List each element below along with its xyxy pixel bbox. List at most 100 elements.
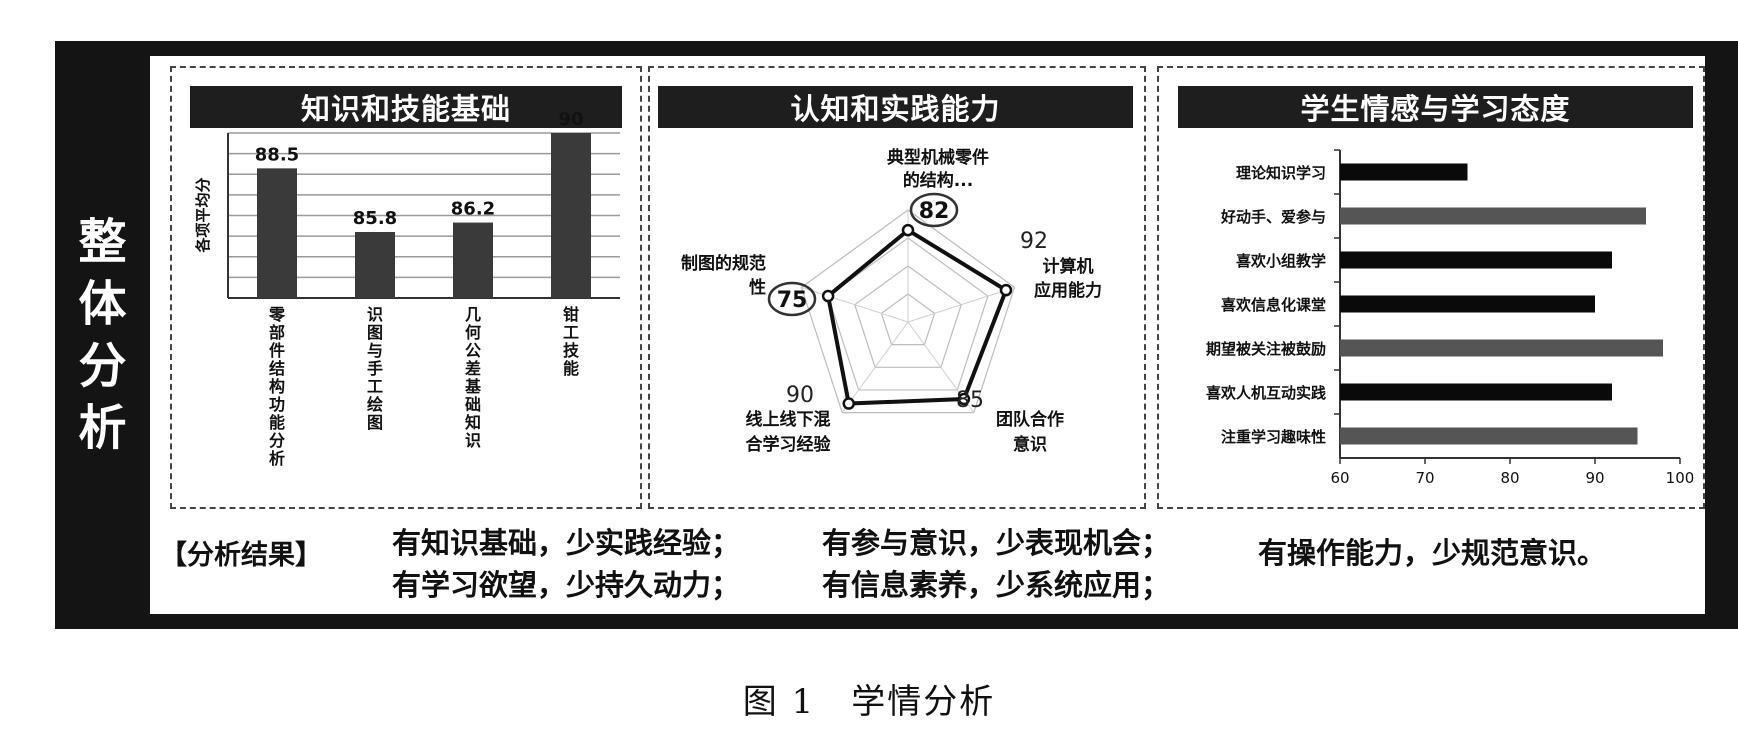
side-label-char: 体 [78, 276, 127, 332]
hbar-mark [1340, 251, 1612, 269]
cognition-chart-title: 认知和实践能力 [658, 86, 1133, 128]
bar-category-label-char: 析 [269, 449, 285, 468]
cognition-panel [648, 66, 1146, 509]
bar-category-label-char: 何 [465, 323, 481, 342]
radar-spoke [841, 321, 909, 413]
bar-category-label-char: 零 [268, 305, 286, 324]
attitude-chart-title: 学生情感与学习态度 [1178, 86, 1693, 128]
bar-y-axis-label: 各项平均分 [194, 177, 212, 253]
radar-spoke [907, 286, 1015, 323]
bar-mark [355, 232, 395, 298]
bar-value-label: 86.2 [451, 199, 495, 220]
knowledge-chart-title: 知识和技能基础 [190, 86, 622, 128]
bar-category-label-char: 钳 [563, 305, 579, 324]
bar-category-label-char: 绘 [367, 395, 383, 414]
radar-value-highlight [909, 192, 959, 228]
result-item: 有学习欲望，少持久动力； [392, 568, 741, 602]
bar-category-label-char: 功 [269, 395, 285, 414]
bar-category-label-char: 部 [269, 323, 285, 342]
bar-category-label-char: 公 [465, 341, 481, 360]
bar-category-label-char: 知 [465, 413, 481, 432]
bar-value-label: 90 [558, 109, 583, 130]
bar-category-label-char: 能 [269, 413, 285, 432]
hbar-category-label: 喜欢信息化课堂 [1221, 296, 1326, 314]
radar-value-label: 92 [1020, 229, 1048, 254]
bar-category-label-char: 识 [367, 305, 383, 324]
bar-category-label-char: 技 [563, 341, 580, 360]
radar-axis-label: 计算机 [1043, 256, 1094, 277]
figure-caption: 图 1 学情分析 [742, 682, 996, 722]
radar-axis-label: 性 [749, 277, 766, 298]
hbar-x-tick-label: 80 [1500, 469, 1519, 487]
radar-axis-label: 应用能力 [1034, 280, 1102, 301]
hbar-x-tick-label: 60 [1330, 469, 1349, 487]
result-item: 有参与意识，少表现机会； [822, 526, 1171, 560]
side-label-char: 析 [78, 400, 127, 456]
bar-category-label-char: 工 [563, 323, 579, 342]
attitude-panel [1157, 66, 1705, 509]
hbar-x-tick-label: 90 [1585, 469, 1604, 487]
hbar-category-label: 注重学习趣味性 [1221, 428, 1326, 446]
result-item: 有知识基础，少实践经验； [392, 526, 741, 560]
radar-point [842, 397, 856, 410]
bar-value-label: 88.5 [255, 144, 299, 165]
radar-grid-ring [880, 293, 936, 346]
hbar-x-tick-label: 100 [1666, 469, 1695, 487]
bar-category-label-char: 工 [367, 377, 383, 396]
hbar-category-label: 喜欢小组教学 [1236, 252, 1326, 270]
result-item: 有操作能力，少规范意识。 [1258, 536, 1607, 570]
radar-spoke [801, 286, 909, 323]
radar-axis-label: 线上线下混 [746, 409, 831, 430]
hbar-mark [1340, 163, 1468, 181]
radar-value-label: 90 [786, 383, 814, 408]
bar-value-label: 85.8 [353, 208, 397, 229]
bar-category-label-char: 与 [367, 341, 383, 360]
radar-value-label: 82 [919, 199, 950, 224]
radar-value-label: 85 [956, 388, 984, 413]
hbar-x-tick-label: 70 [1415, 469, 1434, 487]
bar-category-label-char: 图 [367, 323, 383, 342]
hbar-mark [1340, 427, 1638, 445]
hbar-category-label: 期望被关注被鼓励 [1206, 340, 1326, 358]
hbar-mark [1340, 295, 1595, 313]
bar-category-label-char: 能 [563, 359, 579, 378]
bar-category-label-char: 件 [269, 341, 285, 360]
overall-analysis-label: 整 体 分 析 [55, 41, 150, 629]
radar-value-highlight [767, 281, 817, 317]
bar-category-label-char: 础 [465, 395, 481, 414]
knowledge-panel [170, 66, 642, 509]
hbar-category-label: 好动手、爱参与 [1220, 208, 1326, 226]
radar-series-line [825, 227, 1009, 406]
analysis-result-label: 【分析结果】 [160, 540, 322, 571]
bar-category-label-char: 几 [465, 305, 481, 324]
side-label-char: 整 [78, 214, 127, 270]
hbar-category-label: 理论知识学习 [1236, 164, 1326, 182]
radar-point [957, 392, 971, 406]
radar-grid-ring [800, 209, 1016, 414]
bar-mark [551, 133, 591, 298]
hbar-mark [1340, 383, 1612, 401]
bar-category-label-char: 结 [268, 359, 285, 378]
bar-category-label-char: 基 [464, 377, 482, 396]
radar-axis-label: 的结构... [903, 170, 973, 191]
radar-axis-label: 制图的规范 [681, 253, 766, 274]
radar-point [821, 289, 835, 303]
radar-axis-label: 团队合作 [996, 409, 1064, 430]
radar-grid-ring [854, 265, 962, 368]
result-item: 有信息素养，少系统应用； [822, 568, 1171, 602]
radar-axis-label: 典型机械零件 [887, 147, 989, 168]
radar-axis-label: 意识 [1013, 434, 1047, 455]
bar-category-label-char: 差 [465, 359, 481, 378]
hbar-category-label: 喜欢人机互动实践 [1206, 384, 1326, 402]
radar-point [901, 223, 915, 237]
bar-category-label-char: 手 [367, 359, 383, 378]
bar-category-label-char: 构 [269, 377, 285, 396]
radar-axis-label: 合学习经验 [746, 434, 832, 455]
hbar-mark [1340, 207, 1646, 225]
bar-category-label-char: 图 [367, 413, 383, 432]
bar-category-label-char: 识 [465, 431, 481, 450]
hbar-mark [1340, 339, 1663, 357]
bar-category-label-char: 分 [269, 431, 285, 450]
radar-value-label: 75 [777, 288, 808, 313]
